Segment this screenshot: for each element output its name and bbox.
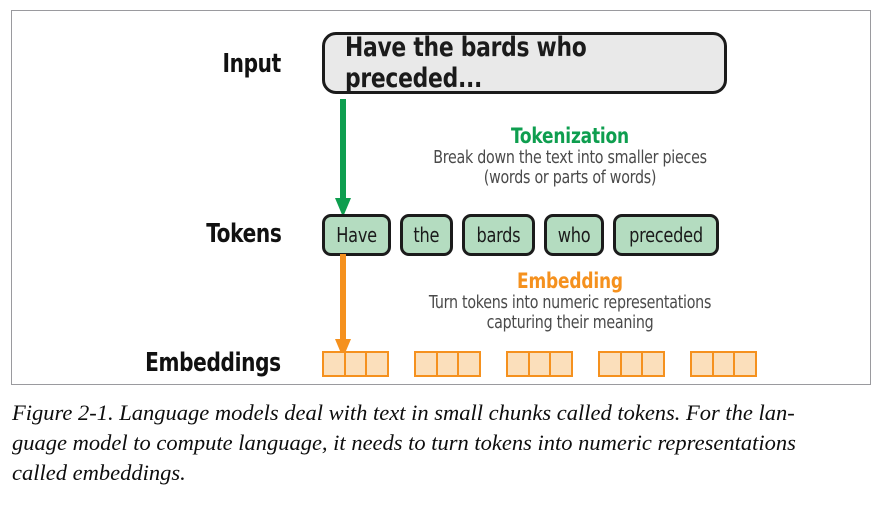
tokens-row-label: Tokens: [205, 219, 282, 249]
embedding-cell: [322, 351, 346, 377]
embedding-cell: [549, 351, 573, 377]
embeddings-row: [322, 351, 757, 377]
figure-frame: Input Have the bards who preceded... Tok…: [11, 10, 871, 385]
embedding-cell: [619, 351, 644, 377]
arrow-head: [335, 198, 351, 217]
tokens-row: Have the bards who preceded: [322, 214, 719, 256]
embedding-cell: [457, 351, 481, 377]
embedding-cell: [343, 351, 368, 377]
tokenization-description-line-1: Break down the text into smaller pieces: [433, 147, 707, 168]
embedding-vector: [598, 351, 665, 377]
embedding-description-line-2: capturing their meaning: [486, 312, 654, 334]
embedding-vector: [322, 351, 389, 377]
embedding-cell: [690, 351, 714, 377]
token-label: Have: [336, 223, 377, 247]
arrow-shaft: [340, 254, 346, 341]
token-chip: who: [543, 214, 604, 256]
embedding-cell: [527, 351, 552, 377]
input-text-value: Have the bards who preceded...: [344, 32, 587, 94]
embedding-cell: [711, 351, 736, 377]
embedding-vector: [690, 351, 757, 377]
token-chip: the: [400, 214, 453, 256]
arrow-shaft: [340, 99, 346, 200]
tokenization-arrow-icon: [335, 99, 351, 217]
token-label: bards: [476, 223, 521, 247]
caption-line: guage model to compute language, it need…: [12, 430, 796, 456]
embedding-cell: [641, 351, 665, 377]
token-label: who: [557, 223, 590, 247]
embedding-annotation: Embedding Turn tokens into numeric repre…: [360, 269, 780, 333]
figure-caption: Figure 2-1. Language models deal with te…: [12, 398, 874, 488]
token-chip: bards: [461, 214, 535, 256]
embedding-arrow-icon: [335, 254, 351, 358]
embedding-vector: [506, 351, 573, 377]
embedding-cell: [733, 351, 757, 377]
embedding-vector: [414, 351, 481, 377]
caption-line: Figure 2-1. Language models deal with te…: [12, 400, 795, 425]
embedding-cell: [598, 351, 622, 377]
embedding-description-line-1: Turn tokens into numeric representations: [428, 292, 712, 313]
token-label: the: [413, 223, 440, 247]
token-chip: preceded: [612, 214, 719, 256]
caption-line: called embeddings.: [12, 460, 186, 486]
input-row-label: Input: [222, 49, 282, 79]
embedding-cell: [365, 351, 389, 377]
input-text-box: Have the bards who preceded...: [322, 32, 727, 94]
embedding-cell: [414, 351, 438, 377]
embedding-cell: [435, 351, 460, 377]
tokenization-title: Tokenization: [510, 124, 629, 148]
tokenization-annotation: Tokenization Break down the text into sm…: [360, 124, 780, 188]
tokenization-description-line-2: (words or parts of words): [483, 167, 657, 189]
embedding-cell: [506, 351, 530, 377]
token-chip: Have: [322, 214, 392, 256]
embedding-title: Embedding: [517, 269, 623, 293]
token-label: preceded: [628, 223, 703, 247]
embeddings-row-label: Embeddings: [145, 348, 281, 378]
